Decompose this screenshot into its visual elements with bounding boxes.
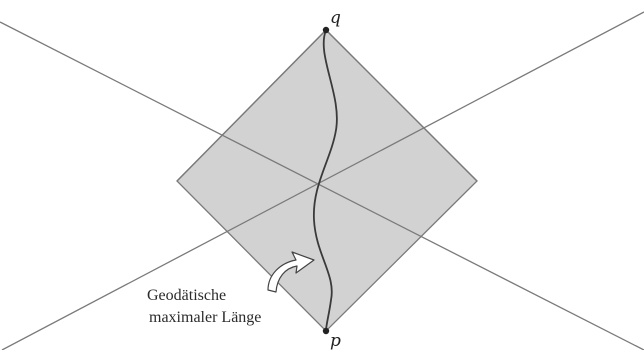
label-p: p [330, 331, 341, 350]
geodesic-curve [313, 29, 338, 332]
causal-diamond [176, 29, 478, 332]
diamond-edge-upper-left [176, 29, 327, 182]
light-line-ascending [1, 11, 644, 350]
light-line-descending [0, 21, 644, 350]
point-p [322, 327, 330, 335]
point-q [322, 26, 330, 34]
caption-line-2: maximaler Länge [149, 309, 261, 326]
caption-line-1: Geodätische [147, 287, 226, 304]
label-q: q [330, 8, 341, 28]
curved-arrow-icon [267, 251, 315, 293]
diamond-edge-upper-right [325, 29, 478, 182]
